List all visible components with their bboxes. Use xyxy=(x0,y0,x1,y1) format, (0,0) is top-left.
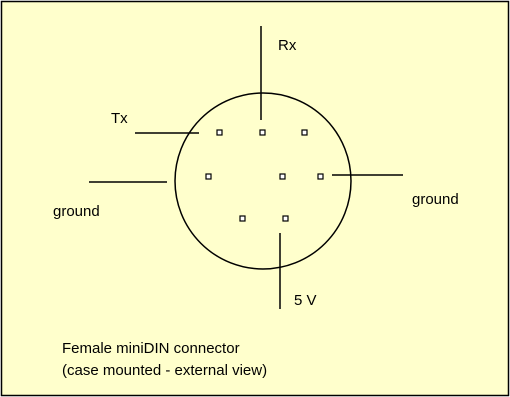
pin-five-volt xyxy=(282,215,289,222)
pin-rx xyxy=(259,129,266,136)
ground-left-label: ground xyxy=(53,203,100,220)
tx-label: Tx xyxy=(111,110,128,127)
pin-ground-left xyxy=(205,173,212,180)
pin-center-right xyxy=(279,173,286,180)
pin-ground-right xyxy=(317,173,324,180)
pin-bottom-left xyxy=(239,215,246,222)
rx-label: Rx xyxy=(278,37,297,54)
pin-top-right xyxy=(301,129,308,136)
connector-outline xyxy=(174,92,352,270)
five-volt-label: 5 V xyxy=(294,292,317,309)
pin-tx xyxy=(216,129,223,136)
caption-line-1: Female miniDIN connector xyxy=(62,340,240,357)
ground-right-label: ground xyxy=(412,191,459,208)
caption-line-2: (case mounted - external view) xyxy=(62,362,267,379)
